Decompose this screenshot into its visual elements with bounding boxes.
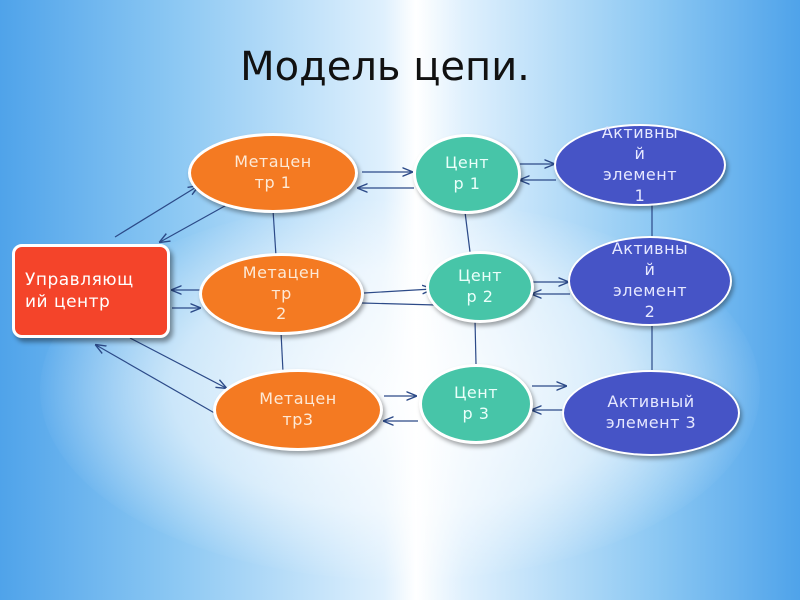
- center-2-node: Цент р 2: [426, 251, 534, 323]
- arrow-control-meta3: [129, 337, 226, 388]
- active-element-1-node: Активны й элемент 1: [554, 123, 726, 206]
- link-center2-meta2: [361, 302, 437, 306]
- arrow-meta1-control: [160, 201, 233, 242]
- active-element-2-node: Активны й элемент 2: [568, 236, 732, 326]
- page-title: Модель цепи.: [240, 44, 530, 90]
- active-element-3-node: Активный элемент 3: [562, 370, 740, 456]
- link-meta1-meta2: [272, 209, 277, 257]
- link-meta2-meta3: [280, 331, 284, 373]
- arrow-meta2-center2: [363, 289, 432, 293]
- center-1-node: Цент р 1: [413, 134, 521, 214]
- link-center2-center3: [474, 319, 477, 365]
- arrow-meta3-control: [96, 345, 219, 416]
- link-center1-center2: [464, 211, 471, 253]
- control-center-node: Управляющ ий центр: [12, 244, 170, 338]
- center-3-node: Цент р 3: [419, 364, 533, 444]
- arrow-control-meta1: [114, 186, 198, 238]
- metacenter-3-node: Метацен тр3: [213, 369, 383, 451]
- metacenter-2-node: Метацен тр 2: [199, 253, 364, 335]
- metacenter-1-node: Метацен тр 1: [188, 133, 358, 213]
